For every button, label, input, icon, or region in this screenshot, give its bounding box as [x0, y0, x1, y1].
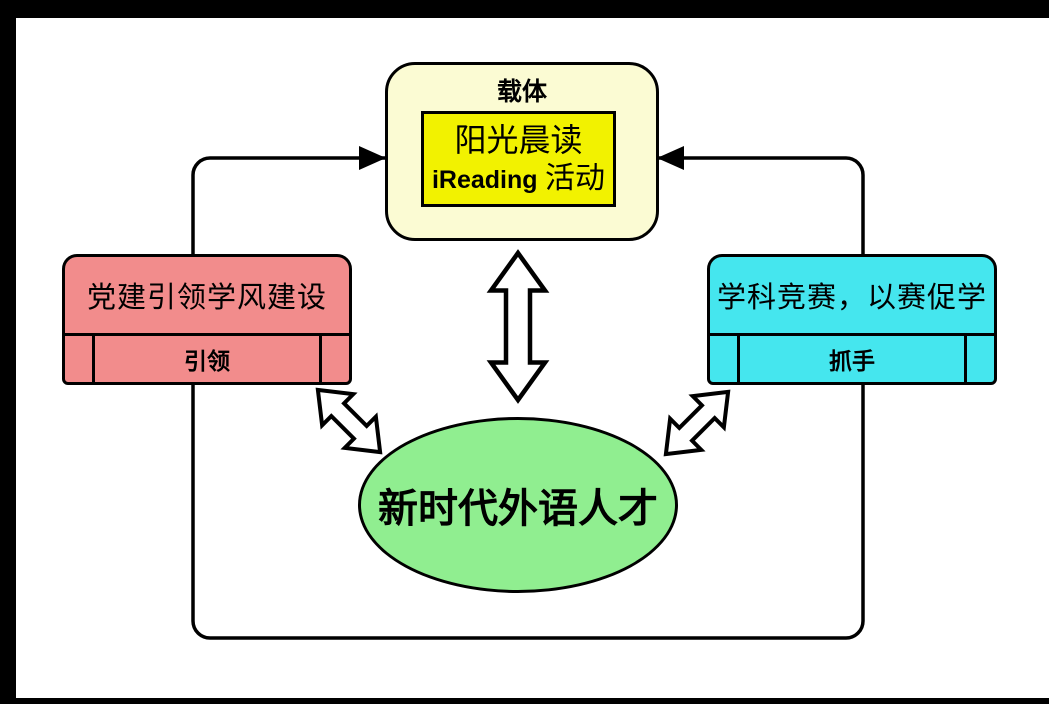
band-left-cell — [65, 336, 95, 382]
arrowhead-into-carrier-right-icon — [657, 146, 684, 170]
double-arrow-vertical-icon — [486, 249, 550, 404]
band-left-cell — [710, 336, 740, 382]
carrier-box: 载体 阳光晨读 iReading 活动 — [385, 62, 659, 241]
double-arrow-left-diagonal-icon — [315, 387, 383, 455]
band-right-cell — [964, 336, 994, 382]
carrier-box-title: 载体 — [496, 78, 547, 106]
band-right-cell — [319, 336, 349, 382]
talent-ellipse: 新时代外语人才 — [358, 417, 678, 593]
party-building-band: 引领 — [65, 333, 349, 382]
ireading-word: iReading — [431, 166, 538, 195]
ireading-line1: 阳光晨读 — [454, 122, 583, 159]
competition-box: 学科竞赛，以赛促学 抓手 — [707, 254, 997, 385]
grip-label: 抓手 — [829, 348, 875, 374]
party-building-title: 党建引领学风建设 — [86, 282, 327, 314]
party-building-box: 党建引领学风建设 引领 — [62, 254, 352, 385]
talent-label: 新时代外语人才 — [378, 486, 658, 531]
competition-title: 学科竞赛，以赛促学 — [716, 282, 987, 314]
ireading-line2: iReading 活动 — [432, 160, 605, 198]
double-arrow-right-diagonal-icon — [663, 389, 731, 457]
ireading-activity-box: 阳光晨读 iReading 活动 — [421, 111, 616, 207]
ireading-word-rest: 活动 — [537, 162, 606, 196]
competition-band: 抓手 — [710, 333, 994, 382]
arrowhead-into-carrier-left-icon — [359, 146, 386, 170]
lead-label: 引领 — [184, 348, 230, 374]
